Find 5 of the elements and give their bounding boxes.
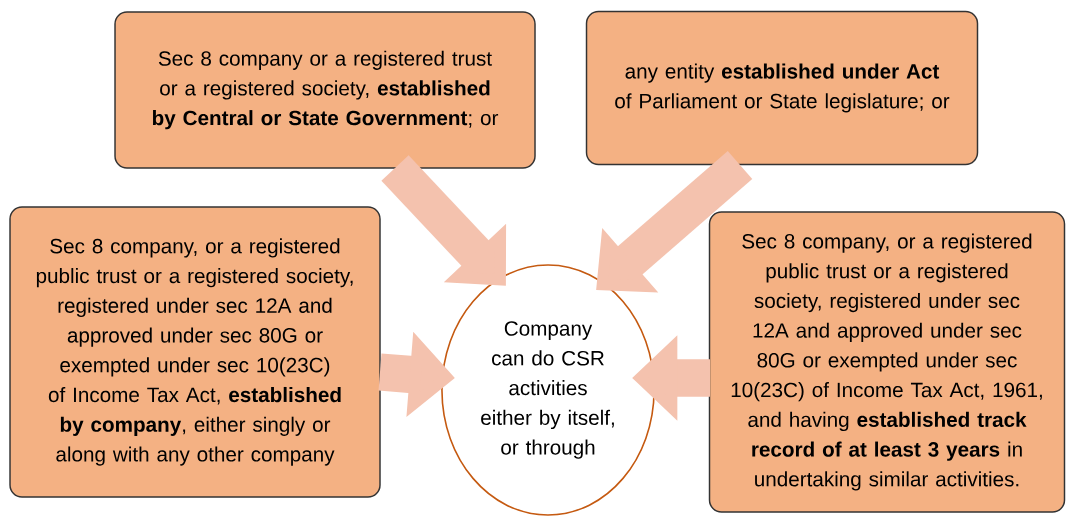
text-box: Sec 8 company, or a registered public trust or a registered society, registered under sec 12A and approved under sec 80G or exempted under sec 10(23C) of Income Tax Act, 1961, and having established track record of at least 3 years in undertaking similar activities. [708, 211, 1066, 513]
text-box: Sec 8 company, or a registered public trust or a registered society, registered under sec 12A and approved under sec 80G or exempted under sec 10(23C) of Income Tax Act, established by company, either singly or along with any other company [9, 206, 381, 498]
text-box: Sec 8 company or a registered trust or a registered society, established by Central or State Government; or [114, 11, 536, 169]
text-box: any entity established under Act of Parliament or State legislature; or [585, 10, 979, 166]
block-arrow [381, 155, 507, 286]
